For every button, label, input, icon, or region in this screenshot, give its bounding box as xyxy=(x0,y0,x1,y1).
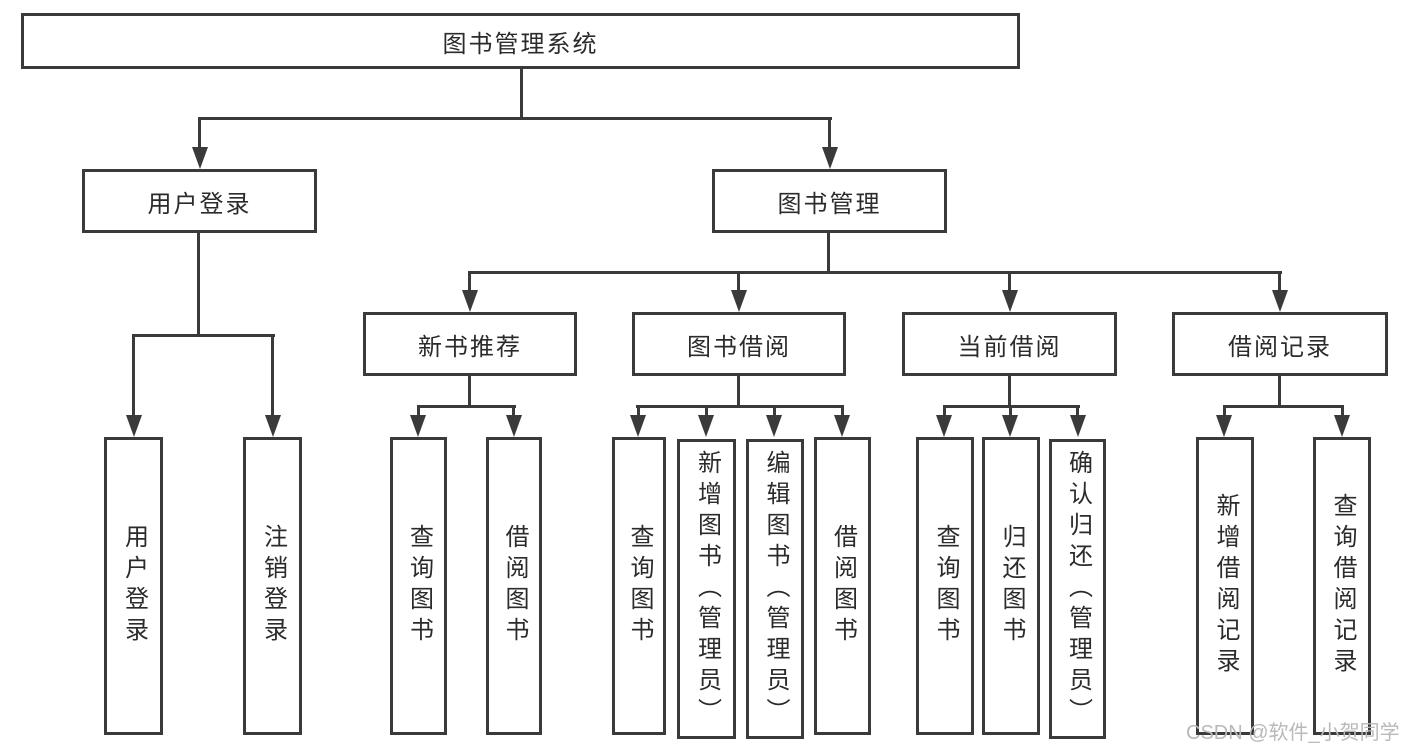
leaf-user-login: 用户登录 xyxy=(104,437,163,735)
arrowhead-icon xyxy=(506,415,522,437)
leaf-add-books-admin: 新增图书（管理员） xyxy=(677,439,736,739)
node-new-book-recommend: 新书推荐 xyxy=(363,312,577,376)
connector xyxy=(943,407,946,416)
connector xyxy=(1223,405,1344,408)
leaf-query-books-recommend: 查询图书 xyxy=(390,437,447,735)
connector xyxy=(705,407,708,416)
csdn-watermark: CSDN @软件_小贺同学 xyxy=(1186,722,1400,744)
connector xyxy=(637,407,640,416)
connector xyxy=(468,273,471,292)
connector xyxy=(943,405,1080,408)
arrowhead-icon xyxy=(126,415,142,437)
node-user-login: 用户登录 xyxy=(82,169,317,233)
leaf-query-books-current: 查询图书 xyxy=(916,437,974,735)
connector xyxy=(520,69,523,119)
arrowhead-icon xyxy=(698,415,714,437)
connector xyxy=(132,334,275,337)
connector xyxy=(271,336,274,416)
arrowhead-icon xyxy=(731,290,747,312)
arrowhead-icon xyxy=(410,415,426,437)
leaf-query-borrow-record: 查询借阅记录 xyxy=(1313,437,1371,735)
node-book-borrow: 图书借阅 xyxy=(632,312,846,376)
connector xyxy=(132,336,135,416)
leaf-edit-books-admin: 编辑图书（管理员） xyxy=(746,439,804,739)
node-borrow-records: 借阅记录 xyxy=(1172,312,1388,376)
node-current-borrow: 当前借阅 xyxy=(902,312,1117,376)
connector xyxy=(841,407,844,416)
connector xyxy=(1278,273,1281,292)
connector xyxy=(1341,407,1344,416)
arrowhead-icon xyxy=(1216,415,1232,437)
node-book-management: 图书管理 xyxy=(712,169,947,233)
connector xyxy=(417,407,420,416)
connector xyxy=(197,233,200,336)
arrowhead-icon xyxy=(630,415,646,437)
arrowhead-icon xyxy=(1272,290,1288,312)
connector xyxy=(1008,376,1011,407)
arrowhead-icon xyxy=(265,415,281,437)
connector xyxy=(737,273,740,292)
connector xyxy=(468,376,471,407)
leaf-borrow-books: 借阅图书 xyxy=(814,437,871,735)
leaf-logout: 注销登录 xyxy=(243,437,302,735)
leaf-borrow-books-recommend: 借阅图书 xyxy=(486,437,542,735)
leaf-return-books: 归还图书 xyxy=(982,437,1040,735)
arrowhead-icon xyxy=(1334,415,1350,437)
connector xyxy=(198,118,201,150)
leaf-query-books-borrow: 查询图书 xyxy=(612,437,666,735)
connector xyxy=(1076,407,1079,416)
arrowhead-icon xyxy=(192,147,208,169)
connector xyxy=(1223,407,1226,416)
arrowhead-icon xyxy=(766,415,782,437)
arrowhead-icon xyxy=(1070,415,1086,437)
arrowhead-icon xyxy=(834,415,850,437)
arrowhead-icon xyxy=(822,147,838,169)
connector xyxy=(773,407,776,416)
connector xyxy=(417,405,516,408)
connector xyxy=(1008,273,1011,292)
connector xyxy=(1009,407,1012,416)
connector xyxy=(1278,376,1281,407)
connector xyxy=(827,233,830,273)
arrowhead-icon xyxy=(936,415,952,437)
connector xyxy=(737,376,740,407)
arrowhead-icon xyxy=(1002,415,1018,437)
connector xyxy=(512,407,515,416)
connector xyxy=(198,117,832,120)
connector xyxy=(468,271,1282,274)
node-library-system: 图书管理系统 xyxy=(21,13,1020,69)
leaf-add-borrow-record: 新增借阅记录 xyxy=(1196,437,1254,735)
connector xyxy=(828,118,831,150)
arrowhead-icon xyxy=(462,290,478,312)
leaf-confirm-return-admin: 确认归还（管理员） xyxy=(1049,439,1106,739)
arrowhead-icon xyxy=(1002,290,1018,312)
connector xyxy=(636,405,844,408)
